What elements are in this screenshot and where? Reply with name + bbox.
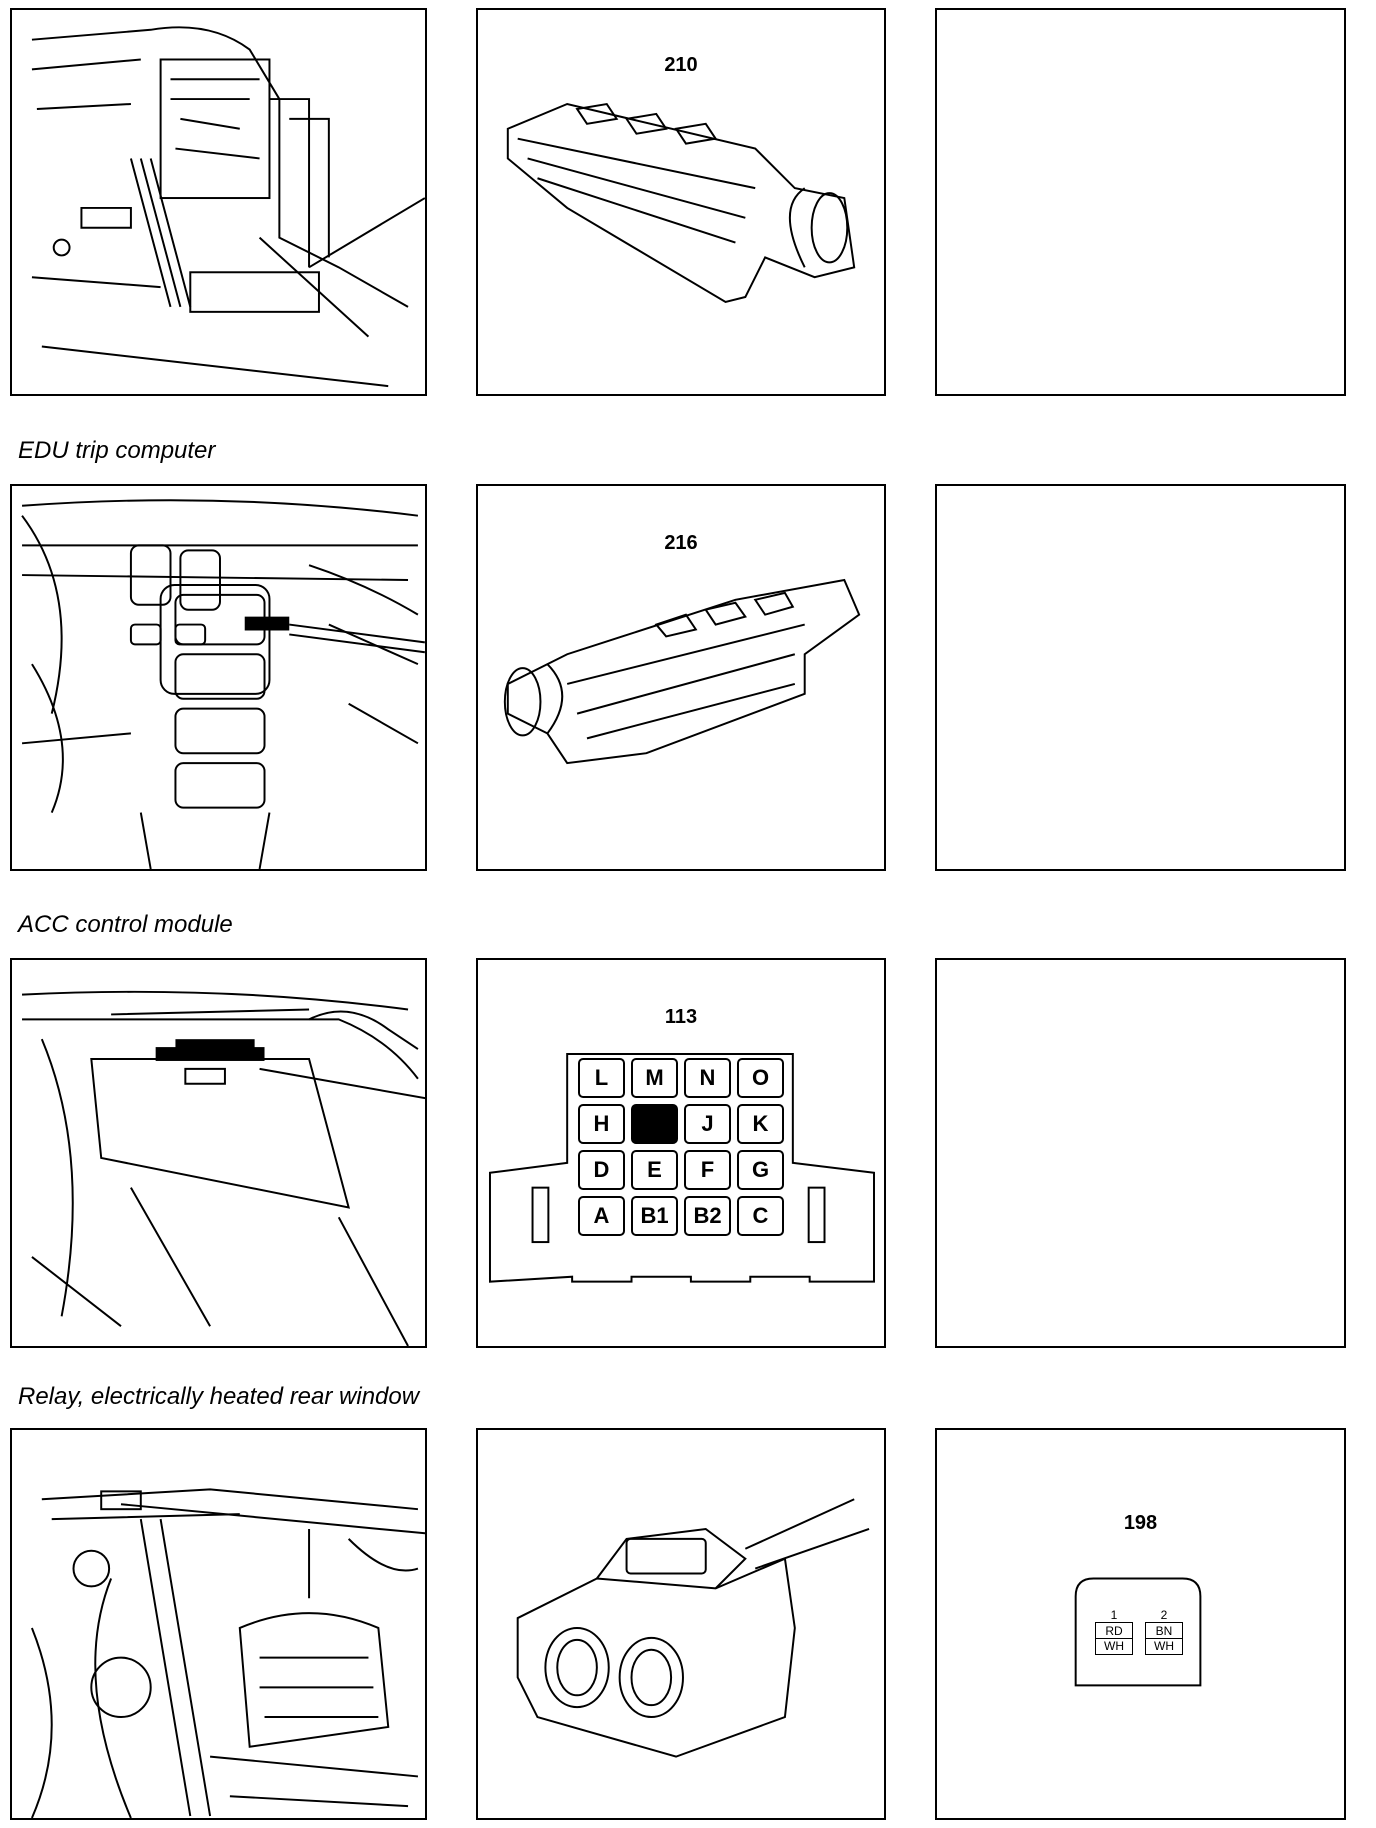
- terminal-1: 1 RD WH: [1095, 1608, 1133, 1655]
- dashboard-wiring-illustration: [31, 26, 425, 388]
- connector-pin: C: [737, 1196, 784, 1236]
- connector-pin: J: [684, 1104, 731, 1144]
- connector-pin: G: [737, 1150, 784, 1190]
- engine-bay-illustration: [31, 1488, 425, 1818]
- connector-216-drawing: [503, 578, 861, 765]
- connector-pin: A: [578, 1196, 625, 1236]
- connector-198-housing: [1074, 1577, 1202, 1687]
- connector-210-drawing: [506, 102, 856, 304]
- terminal-2-color-top: BN: [1146, 1624, 1182, 1639]
- two-pin-connector-drawing: [516, 1498, 870, 1758]
- row2-right-panel: [935, 484, 1346, 871]
- connector-pin: I: [631, 1104, 678, 1144]
- connector-pin: K: [737, 1104, 784, 1144]
- instrument-panel-illustration: [21, 499, 425, 869]
- row2-caption: EDU trip computer: [18, 437, 216, 464]
- connector-pin: B2: [684, 1196, 731, 1236]
- row1-location-illustration: [10, 8, 427, 396]
- row4-caption: Relay, electrically heated rear window: [18, 1383, 420, 1410]
- connector-pin: F: [684, 1150, 731, 1190]
- row4-right-number: 198: [1123, 1512, 1158, 1534]
- row2-connector-number: 216: [664, 532, 698, 554]
- connector-pin: N: [684, 1058, 731, 1098]
- row2-connector-panel: 216: [476, 484, 886, 871]
- connector-pin: L: [578, 1058, 625, 1098]
- row1-connector-number: 210: [664, 54, 698, 76]
- terminal-2-color-bottom: WH: [1154, 1639, 1174, 1653]
- terminal-1-pin: 1: [1110, 1608, 1118, 1622]
- row3-caption: ACC control module: [18, 911, 233, 938]
- row4-connector-panel: [476, 1428, 886, 1820]
- row4-location-illustration: [10, 1428, 427, 1820]
- row2-location-illustration: [10, 484, 427, 871]
- terminal-2-pin: 2: [1160, 1608, 1168, 1622]
- row3-right-panel: [935, 958, 1346, 1348]
- row3-location-illustration: [10, 958, 427, 1348]
- connector-pin: M: [631, 1058, 678, 1098]
- row3-connector-number: 113: [664, 1006, 698, 1028]
- row1-connector-panel: 210: [476, 8, 886, 396]
- terminal-1-color-bottom: WH: [1104, 1639, 1124, 1653]
- row1-right-panel: [935, 8, 1346, 396]
- connector-pin: D: [578, 1150, 625, 1190]
- terminal-2: 2 BN WH: [1145, 1608, 1183, 1655]
- connector-113-housing: [488, 1053, 875, 1283]
- row4-right-panel: 198 1 RD WH 2 BN WH: [935, 1428, 1346, 1820]
- glovebox-area-illustration: [21, 990, 425, 1346]
- connector-pin: B1: [631, 1196, 678, 1236]
- connector-pin: E: [631, 1150, 678, 1190]
- connector-pin: H: [578, 1104, 625, 1144]
- connector-pin: O: [737, 1058, 784, 1098]
- terminal-1-color-top: RD: [1096, 1624, 1132, 1639]
